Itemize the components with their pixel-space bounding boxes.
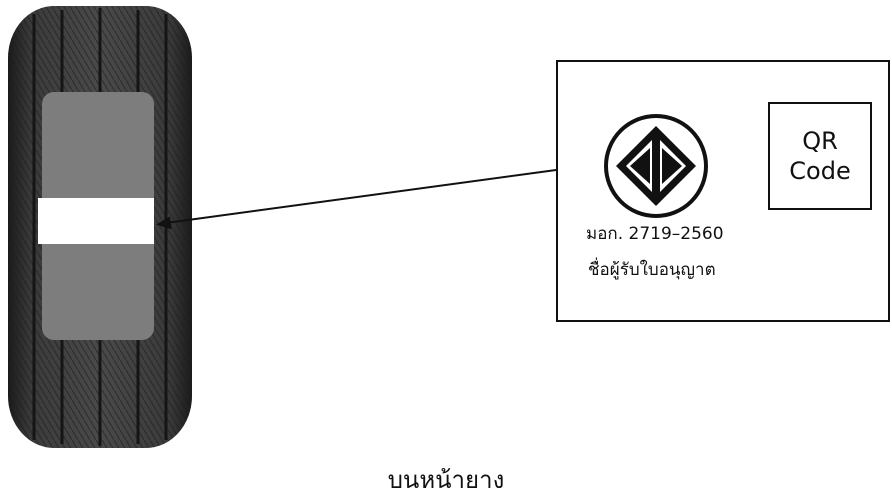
licensee-name: ชื่อผู้รับใบอนุญาต [588,256,716,283]
tisi-standard-mark-icon [602,112,710,220]
qr-label-line2: Code [789,156,850,186]
tire-label-panel: QR Code มอก. 2719–2560 ชื่อผู้รับใบอนุญา… [556,60,890,322]
standard-number: มอก. 2719–2560 [586,220,724,247]
qr-code-placeholder: QR Code [768,102,872,210]
figure-caption: บนหน้ายาง [0,460,892,499]
label-location-box [38,198,154,244]
qr-label-line1: QR [802,126,838,156]
